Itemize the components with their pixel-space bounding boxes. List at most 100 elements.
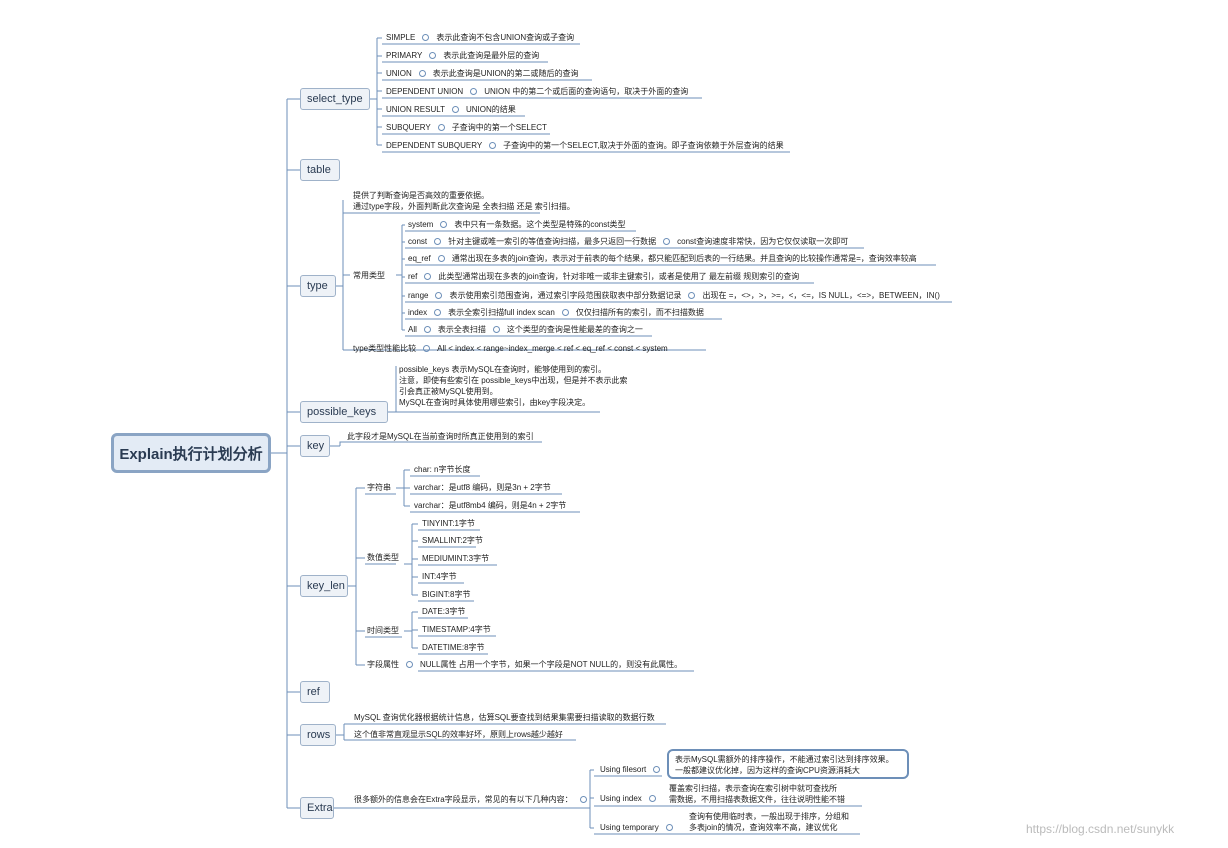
rows-line: MySQL 查询优化器根据统计信息，估算SQL要查找到结果集需要扫描读取的数据行…	[354, 713, 655, 722]
link-dot-icon	[423, 345, 431, 353]
select-type-name: PRIMARY	[386, 51, 423, 60]
type-compare: type类型性能比较 All < index < range~index_merg…	[353, 344, 668, 354]
key-len-numeric-item: MEDIUMINT:3字节	[422, 554, 490, 563]
watermark: https://blog.csdn.net/sunykk	[1026, 822, 1175, 836]
branch-type[interactable]: type	[300, 275, 336, 297]
branch-key-len[interactable]: key_len	[300, 575, 348, 597]
type-compare-value: All < index < range~index_merge < ref < …	[437, 344, 668, 353]
type-desc: 表中只有一条数据。这个类型是特殊的const类型	[454, 220, 626, 229]
type-name: system	[408, 220, 434, 229]
link-dot-icon	[406, 661, 413, 669]
link-dot-icon	[665, 824, 673, 832]
type-desc: 此类型通常出现在多表的join查询，针对非唯一或非主键索引，或者是使用了 最左前…	[438, 272, 800, 281]
branch-key[interactable]: key	[300, 435, 330, 457]
link-dot-icon	[437, 255, 445, 263]
key-len-numeric-item: INT:4字节	[422, 572, 457, 581]
key-len-string-item: varchar：是utf8 编码，则是3n + 2字节	[414, 483, 551, 492]
select-type-desc: UNION的结果	[465, 105, 516, 114]
rows-line: 这个值非常直观显示SQL的效率好坏，原则上rows越少越好	[354, 730, 563, 739]
extra-item-name: Using index	[600, 794, 663, 804]
link-dot-icon	[579, 796, 587, 804]
type-name: const	[408, 237, 428, 246]
extra-item-name: Using filesort	[600, 765, 667, 775]
extra-desc-line: 一般都建议优化掉，因为这样的查询CPU资源消耗大	[675, 766, 860, 775]
type-item: const 针对主键或唯一索引的等值查询扫描，最多只返回一行数据 const查询速度…	[408, 237, 848, 247]
root-node[interactable]: Explain执行计划分析	[111, 433, 271, 473]
extra-intro-text: 很多额外的信息会在Extra字段显示，常见的有以下几种内容：	[354, 795, 573, 804]
type-name: range	[408, 291, 429, 300]
key-len-numeric-item: SMALLINT:2字节	[422, 536, 483, 545]
link-dot-icon	[470, 88, 478, 96]
extra-desc-line: 多表join的情况，查询效率不高，建议优化	[689, 823, 838, 832]
select-type-item: PRIMARY 表示此查询是最外层的查询	[386, 51, 539, 61]
select-type-desc: 表示此查询是UNION的第二或随后的查询	[432, 69, 579, 78]
branch-table[interactable]: table	[300, 159, 340, 181]
type-name: eq_ref	[408, 254, 431, 263]
key-len-string-item: varchar：是utf8mb4 编码，则是4n + 2字节	[414, 501, 567, 510]
branch-extra[interactable]: Extra	[300, 797, 334, 819]
possible-keys-line: 注意，即使有些索引在 possible_keys中出现，但是并不表示此索	[399, 376, 628, 385]
select-type-desc: 表示此查询不包含UNION查询或子查询	[436, 33, 575, 42]
link-dot-icon	[688, 292, 696, 300]
key-len-time-label: 时间类型	[367, 626, 399, 635]
link-dot-icon	[561, 309, 569, 317]
type-intro-line: 通过type字段，外面判断此次查询是 全表扫描 还是 索引扫描。	[353, 202, 575, 211]
link-dot-icon	[429, 52, 437, 60]
type-intro-line: 提供了判断查询是否高效的重要依据。	[353, 191, 489, 200]
type-extra: 这个类型的查询是性能最差的查询之一	[506, 325, 643, 334]
link-dot-icon	[434, 238, 442, 246]
type-desc: 针对主键或唯一索引的等值查询扫描，最多只返回一行数据	[448, 237, 657, 246]
select-type-name: SUBQUERY	[386, 123, 431, 132]
type-item: system 表中只有一条数据。这个类型是特殊的const类型	[408, 220, 625, 230]
type-extra: 出现在 =，<>，>，>=，<，<=，IS NULL，<=>，BETWEEN，I…	[702, 291, 940, 300]
link-dot-icon	[653, 766, 661, 774]
extra-item-label: Using filesort	[600, 765, 647, 774]
extra-desc-line: 覆盖索引扫描，表示查询在索引树中就可查找所	[669, 784, 837, 793]
type-desc: 表示全表扫描	[437, 325, 486, 334]
select-type-item: SUBQUERY 子查询中的第一个SELECT	[386, 123, 547, 133]
link-dot-icon	[492, 326, 500, 334]
type-name: All	[408, 325, 417, 334]
type-desc: 表示全索引扫描full index scan	[448, 308, 555, 317]
key-len-numeric-item: BIGINT:8字节	[422, 590, 471, 599]
type-extra: 仅仅扫描所有的索引，而不扫描数据	[575, 308, 704, 317]
select-type-name: DEPENDENT UNION	[386, 87, 464, 96]
type-compare-label: type类型性能比较	[353, 344, 417, 353]
link-dot-icon	[451, 106, 459, 114]
key-len-time-item: DATETIME:8字节	[422, 643, 485, 652]
branch-select-type[interactable]: select_type	[300, 88, 370, 110]
extra-desc-line: 表示MySQL需额外的排序操作，不能通过索引达到排序效果。	[675, 755, 894, 764]
link-dot-icon	[440, 221, 448, 229]
extra-desc-line: 需数据，不用扫描表数据文件，往往说明性能不错	[669, 795, 845, 804]
branch-rows[interactable]: rows	[300, 724, 336, 746]
select-type-name: UNION RESULT	[386, 105, 445, 114]
key-len-string-item: char: n字节长度	[414, 465, 471, 474]
link-dot-icon	[434, 309, 442, 317]
link-dot-icon	[663, 238, 671, 246]
key-len-time-item: DATE:3字节	[422, 607, 466, 616]
select-type-name: DEPENDENT SUBQUERY	[386, 141, 483, 150]
key-len-numeric-item: TINYINT:1字节	[422, 519, 475, 528]
key-len-string-label: 字符串	[367, 483, 391, 492]
key-len-field-value: NULL属性 占用一个字节，如果一个字段是NOT NULL的，则没有此属性。	[420, 660, 683, 669]
extra-item-label: Using temporary	[600, 823, 659, 832]
extra-desc-line: 查询有使用临时表，一般出现于排序，分组和	[689, 812, 849, 821]
extra-item-name: Using temporary	[600, 823, 680, 833]
branch-possible-keys[interactable]: possible_keys	[300, 401, 388, 423]
select-type-desc: 子查询中的第一个SELECT	[451, 123, 547, 132]
link-dot-icon	[437, 124, 445, 132]
select-type-desc: 表示此查询是最外层的查询	[443, 51, 540, 60]
key-len-time-item: TIMESTAMP:4字节	[422, 625, 491, 634]
type-extra: const查询速度非常快，因为它仅仅读取一次即可	[677, 237, 849, 246]
link-dot-icon	[423, 326, 431, 334]
branch-ref[interactable]: ref	[300, 681, 330, 703]
